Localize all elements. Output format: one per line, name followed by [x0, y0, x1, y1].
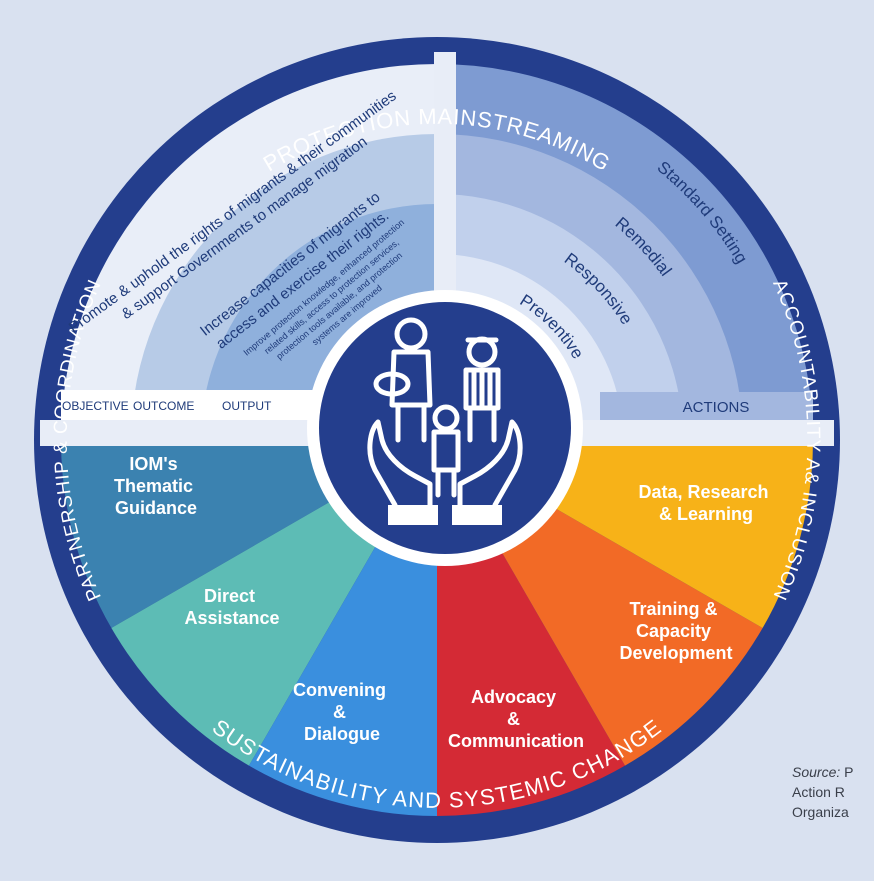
source-note: Source: P Action R Organiza [792, 762, 853, 822]
hands-family-icon [367, 317, 523, 525]
source-line-2: Action R [792, 784, 845, 800]
segment-label-direct-assistance: Direct Assistance [184, 586, 279, 628]
label-output: OUTPUT [222, 399, 272, 413]
label-actions: ACTIONS [683, 399, 750, 416]
segment-label-iom-guidance: IOM's Thematic Guidance [114, 454, 198, 518]
source-label: Source: [792, 764, 841, 780]
source-line-3: Organiza [792, 804, 849, 820]
segment-label-convening: Convening & Dialogue [293, 680, 391, 744]
label-objective: OBJECTIVE [62, 399, 129, 413]
label-outcome: OUTCOME [133, 399, 194, 413]
segment-label-advocacy: Advocacy & Communication [448, 687, 584, 751]
segment-labels: IOM's Thematic Guidance Direct Assistanc… [114, 454, 773, 751]
actions-label-strip [600, 392, 813, 420]
segment-label-data-research: Data, Research & Learning [638, 482, 773, 524]
segment-label-training: Training & Capacity Development [619, 599, 732, 663]
source-line-1: P [844, 764, 854, 780]
